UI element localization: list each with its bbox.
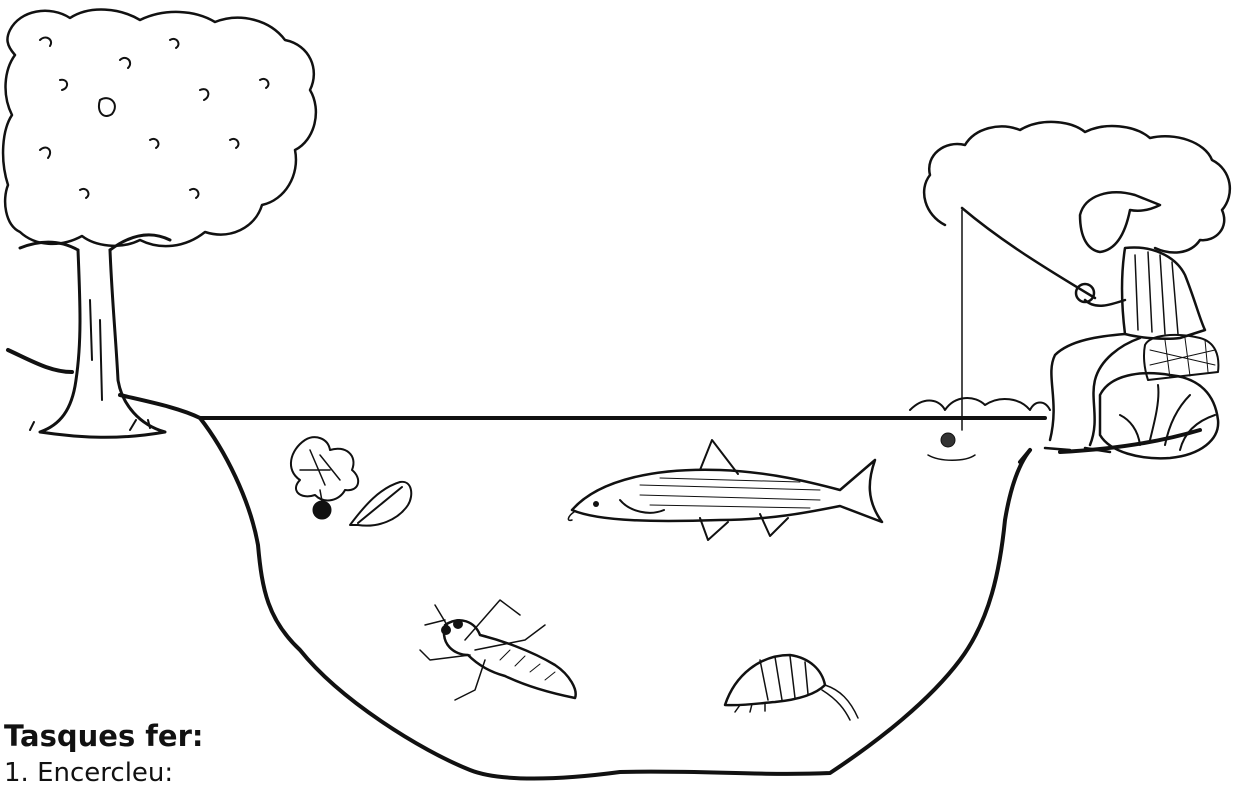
amphipod-shrimp-icon [725,655,858,720]
fishing-float-icon [928,433,975,460]
task-item-number: 1. [4,758,29,788]
bank-rock-icon [910,335,1218,458]
fish-icon [568,440,882,540]
leaves-and-seed-icon [291,437,411,525]
tree-icon [3,10,316,438]
tasks-heading: Tasques fer: [4,722,204,751]
pond-basin [8,350,1200,779]
dragonfly-larva-icon [420,600,576,700]
task-item-text: Encercleu: [37,758,173,788]
task-item-1: 1. Encercleu: [4,760,173,786]
